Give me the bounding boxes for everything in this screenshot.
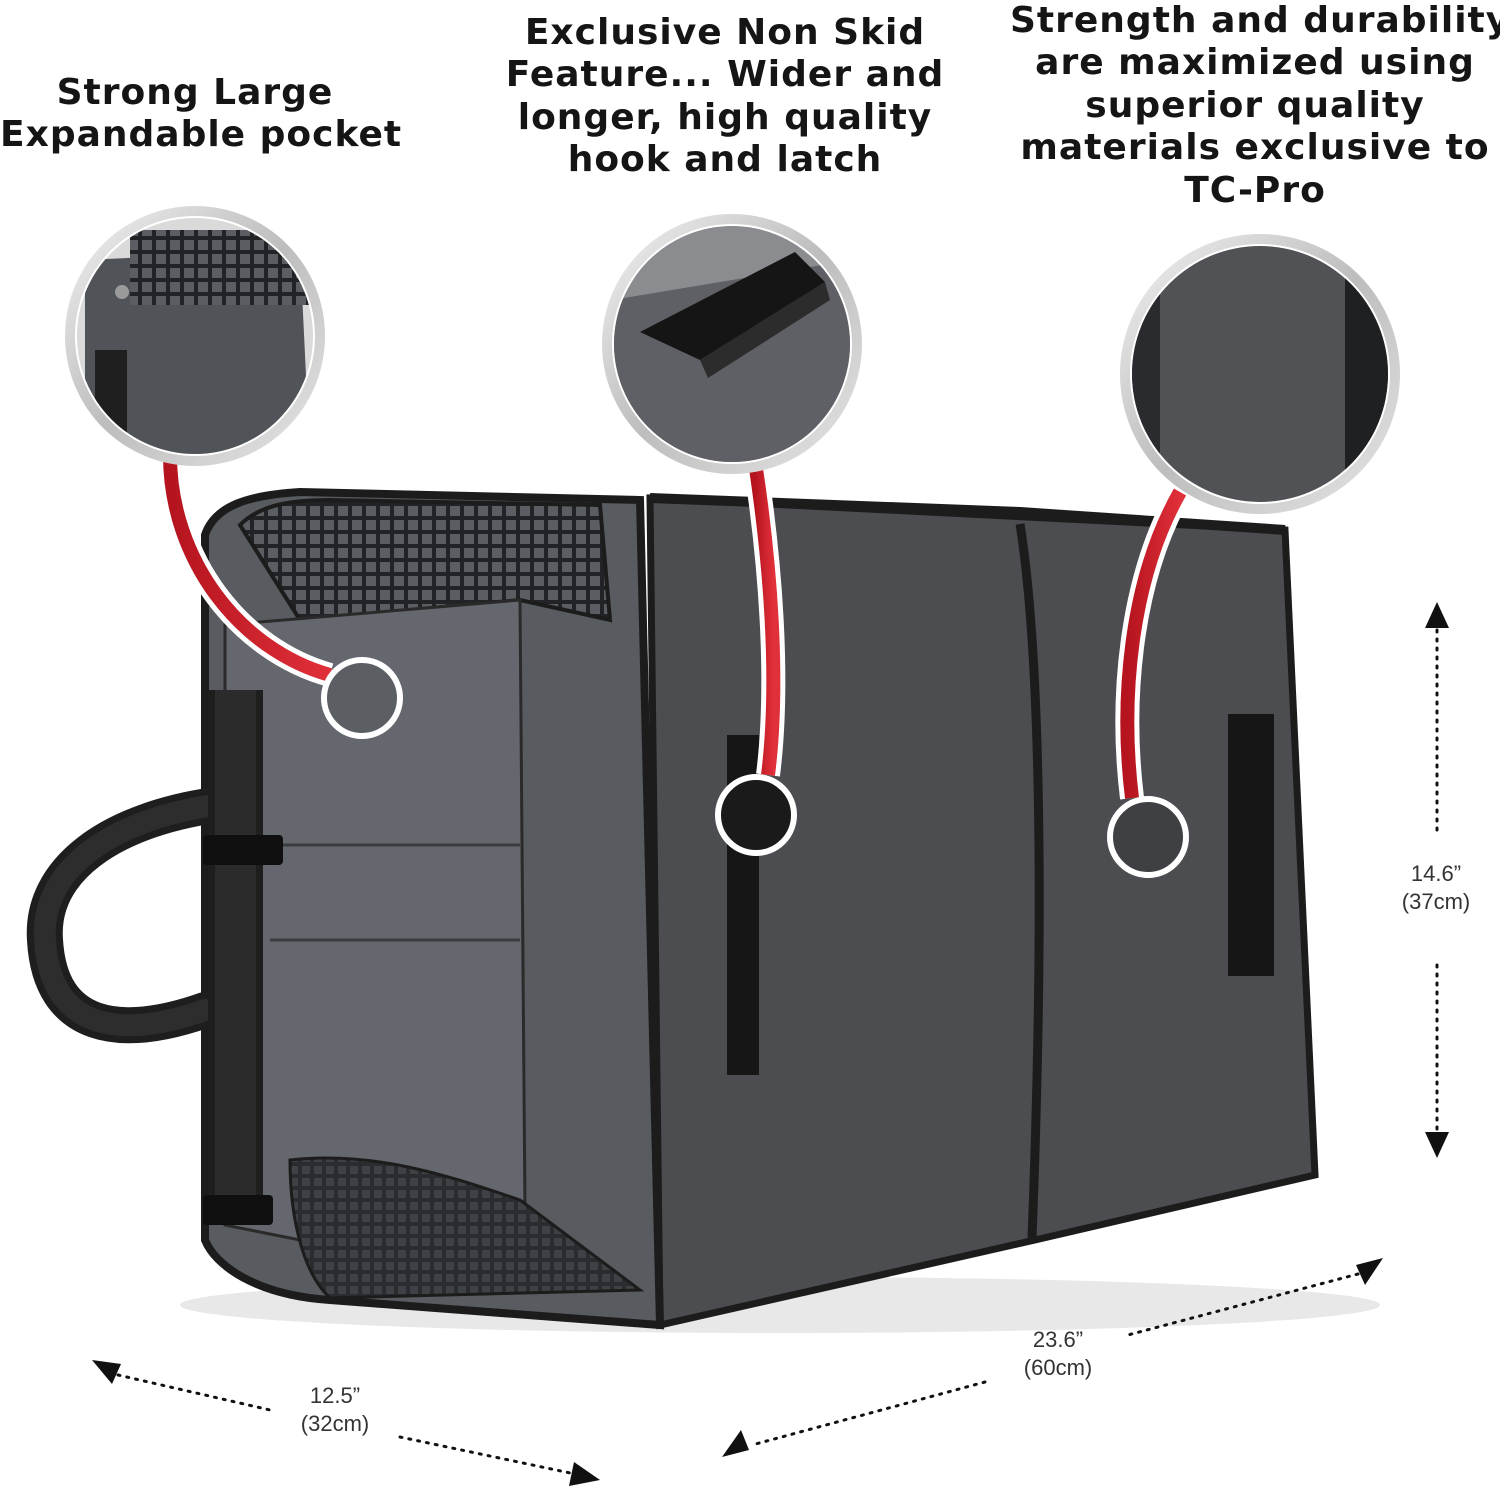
callout-connector-1 (158, 454, 403, 739)
callout-line: materials exclusive to (1020, 127, 1490, 169)
dimension-cm: (32cm) (300, 1410, 370, 1436)
trunk-organizer (180, 487, 1380, 1333)
callout-connector-3 (1107, 486, 1191, 878)
callout-pocket: Strong Large Expandable pocket (0, 72, 403, 157)
zoom-detail-latch (602, 214, 862, 474)
zoom-circle-icon (321, 657, 403, 739)
dimension-arrow-icon (92, 602, 1449, 1486)
dimension-inch: 14.6” (1410, 861, 1462, 886)
callout-durability: Strength and durability are maximized us… (1010, 0, 1500, 212)
zoom-circle-icon (715, 774, 797, 856)
callout-line: Exclusive Non Skid (524, 12, 926, 53)
callout-line: TC-Pro (1184, 169, 1326, 211)
strap-buckle-icon (26, 690, 283, 1225)
callout-non-skid: Exclusive Non Skid Feature... Wider and … (505, 12, 945, 182)
callout-connector-2 (715, 460, 797, 856)
dimension-depth-label: 12.5” (32cm) (285, 1382, 385, 1437)
callout-line: Strength and durability (1010, 0, 1500, 41)
callout-line: longer, high quality (517, 96, 933, 138)
zoom-circle-icon (1107, 796, 1189, 878)
callout-line: superior quality (1085, 84, 1425, 126)
dimension-cm: (37cm) (1401, 888, 1471, 914)
callout-line: Feature... Wider and (505, 54, 945, 96)
zoom-detail-pocket (65, 206, 325, 466)
callout-line: Expandable pocket (0, 114, 403, 156)
dimension-inch: 23.6” (1032, 1327, 1084, 1352)
dimension-inch: 12.5” (309, 1383, 361, 1408)
dimension-length-label: 23.6” (60cm) (1008, 1326, 1108, 1381)
dimension-cm: (60cm) (1023, 1354, 1093, 1380)
zoom-detail-material (1120, 234, 1400, 514)
callout-line: hook and latch (567, 139, 883, 181)
callout-line: Strong Large (56, 72, 334, 113)
dimension-height-label: 14.6” (37cm) (1386, 860, 1486, 915)
callout-line: are maximized using (1035, 42, 1475, 84)
